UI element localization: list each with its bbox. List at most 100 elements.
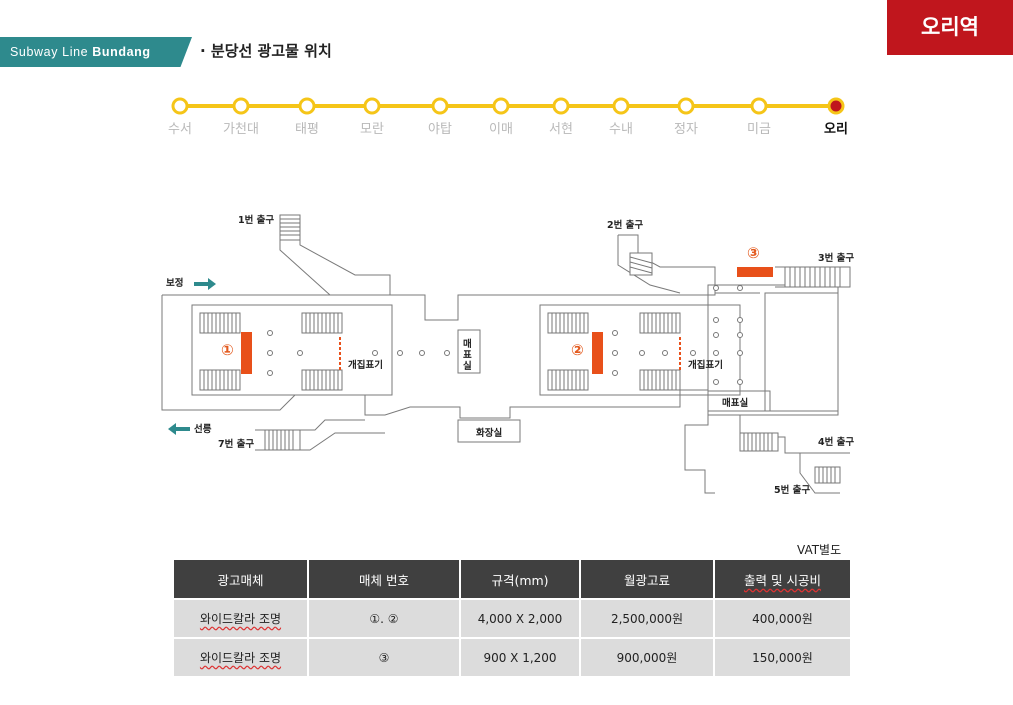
- table-row: 와이드칼라 조명 ③ 900 X 1,200 900,000원 150,000원: [174, 639, 850, 676]
- station-dot-4: [431, 97, 449, 115]
- page-title: · 분당선 광고물 위치: [200, 42, 332, 60]
- ad-marker-1: ①: [221, 341, 234, 359]
- ad-location-1: [241, 332, 252, 374]
- gate-label: 개집표기: [348, 360, 383, 371]
- line-tag-name: Bundang: [92, 45, 151, 59]
- pillars: [267, 285, 743, 385]
- cell-text: 와이드칼라 조명: [199, 612, 282, 626]
- stair-block: [547, 369, 589, 391]
- station-dot-5: [492, 97, 510, 115]
- table-cell: 2,500,000원: [581, 600, 713, 637]
- table-cell: 900,000원: [581, 639, 713, 676]
- table-cell: ③: [309, 639, 459, 676]
- stair-block: [279, 214, 301, 241]
- right-platform-block: [764, 292, 839, 412]
- station-label: 수서: [168, 122, 192, 137]
- cell-text: 와이드칼라 조명: [199, 651, 282, 665]
- exit3-label: 3번 출구: [818, 253, 855, 264]
- stair-block: [301, 369, 343, 391]
- pillar: [737, 332, 743, 338]
- stair-block: [739, 432, 779, 452]
- pillar: [372, 350, 378, 356]
- route-line: [171, 97, 845, 115]
- ticket-office-label: 매표실: [722, 398, 749, 409]
- stair-block: [199, 312, 241, 334]
- pillar: [737, 379, 743, 385]
- stair-block: [264, 429, 301, 451]
- station-label: 이매: [489, 122, 513, 137]
- station-dot-2: [298, 97, 316, 115]
- map-wall: [161, 295, 715, 494]
- exit2-label: 2번 출구: [607, 220, 644, 231]
- pillar: [713, 379, 719, 385]
- ticket-office-box-2: [707, 390, 771, 412]
- stair-block: [814, 466, 841, 484]
- station-label: 서현: [549, 122, 573, 137]
- table-cell: 4,000 X 2,000: [461, 600, 579, 637]
- pricing-table: 광고매체 매체 번호 규격(mm) 월광고료 출력 및 시공비 와이드칼라 조명…: [172, 558, 852, 678]
- stair-block: [199, 369, 241, 391]
- ticket-office-char: 표: [463, 350, 472, 361]
- stair-block: [639, 312, 681, 334]
- station-label-current: 오리: [824, 122, 848, 137]
- station-label: 미금: [747, 122, 771, 137]
- pillar: [267, 370, 273, 376]
- stair-block: [784, 266, 841, 288]
- station-label: 정자: [674, 122, 698, 137]
- exit7-label: 7번 출구: [218, 439, 255, 450]
- pillar: [737, 285, 743, 291]
- direction-bojeong-label: 보정: [166, 278, 184, 289]
- arrow-left-icon: [168, 423, 190, 435]
- ad-location-2: [592, 332, 603, 374]
- column-header: 출력 및 시공비: [715, 560, 850, 598]
- pillar: [612, 350, 618, 356]
- restroom-box: [457, 419, 521, 443]
- station-label: 야탑: [428, 122, 452, 137]
- ticket-office-char: 매: [463, 339, 472, 350]
- column-header: 매체 번호: [309, 560, 459, 598]
- column-header-text: 출력 및 시공비: [744, 572, 821, 588]
- station-dot-3: [363, 97, 381, 115]
- stair-block: [547, 312, 589, 334]
- table-cell: 와이드칼라 조명: [174, 600, 307, 637]
- stair-block: [301, 312, 343, 334]
- exit7-corridor: [255, 419, 365, 431]
- stair-block: [629, 252, 653, 276]
- pillar: [267, 350, 273, 356]
- station-dot-7: [612, 97, 630, 115]
- ticket-office-box: [457, 329, 481, 374]
- line-tag: Subway Line Bundang: [0, 37, 192, 67]
- pillar: [713, 285, 719, 291]
- pillar: [737, 350, 743, 356]
- pillar: [713, 332, 719, 338]
- ad-location-3: [737, 267, 773, 277]
- vat-note: VAT별도: [797, 543, 842, 557]
- pillar: [397, 350, 403, 356]
- pillar: [713, 350, 719, 356]
- table-cell: ①. ②: [309, 600, 459, 637]
- pillar: [419, 350, 425, 356]
- exit4-corridor: [739, 415, 850, 454]
- exit5-corridor: [799, 453, 840, 494]
- table-cell: 900 X 1,200: [461, 639, 579, 676]
- direction-seolleung-label: 선릉: [194, 424, 212, 435]
- line-tag-prefix: Subway Line: [10, 45, 89, 59]
- column-header: 규격(mm): [461, 560, 579, 598]
- pillar: [713, 317, 719, 323]
- exit4-label: 4번 출구: [818, 437, 855, 448]
- station-label: 태평: [295, 122, 319, 137]
- pillar: [297, 350, 303, 356]
- map-wall: [162, 292, 760, 321]
- column-header: 광고매체: [174, 560, 307, 598]
- exit5-label: 5번 출구: [774, 485, 811, 496]
- gate-label: 개집표기: [688, 360, 723, 371]
- stair-block: [639, 369, 681, 391]
- station-label: 가천대: [223, 122, 259, 137]
- exit1-label: 1번 출구: [238, 215, 275, 226]
- table-cell: 와이드칼라 조명: [174, 639, 307, 676]
- arrow-right-icon: [194, 278, 216, 290]
- pillar: [267, 330, 273, 336]
- table-row: 와이드칼라 조명 ①. ② 4,000 X 2,000 2,500,000원 4…: [174, 600, 850, 637]
- station-dot-9: [750, 97, 768, 115]
- pillar: [662, 350, 668, 356]
